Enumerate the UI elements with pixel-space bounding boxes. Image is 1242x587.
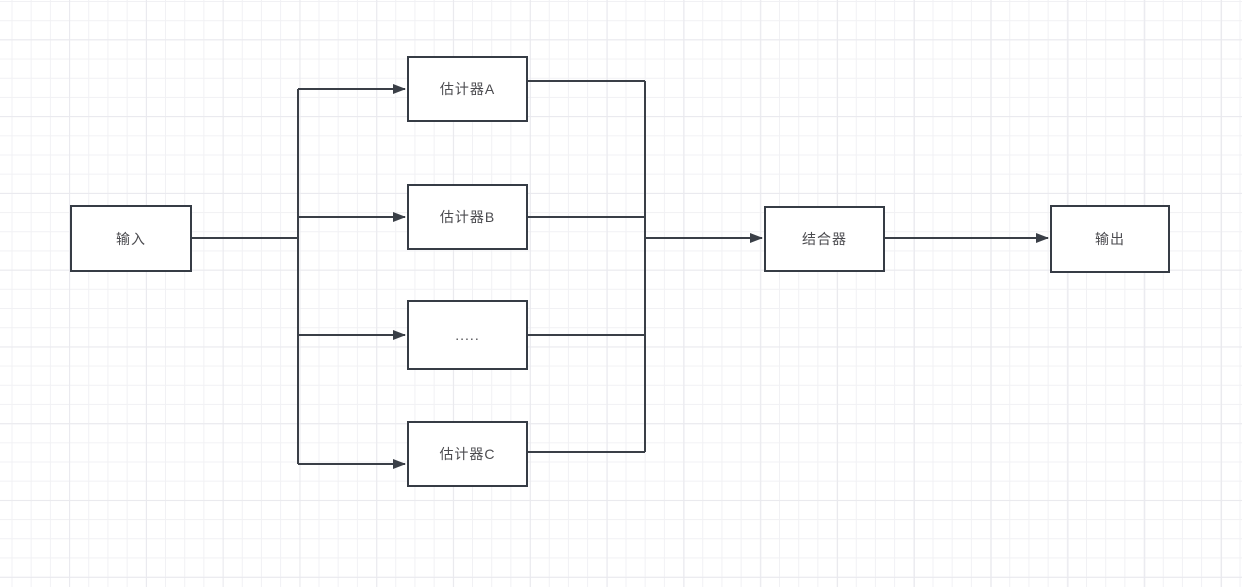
node-estimator-a-label: 估计器A bbox=[439, 81, 496, 97]
node-ellipsis[interactable]: ..... bbox=[407, 300, 528, 370]
node-output[interactable]: 输出 bbox=[1050, 205, 1170, 273]
node-estimator-b[interactable]: 估计器B bbox=[407, 184, 528, 250]
node-combiner-label: 结合器 bbox=[802, 231, 847, 247]
node-estimator-c[interactable]: 估计器C bbox=[407, 421, 528, 487]
node-combiner[interactable]: 结合器 bbox=[764, 206, 885, 272]
node-estimator-a[interactable]: 估计器A bbox=[407, 56, 528, 122]
node-input-label: 输入 bbox=[116, 230, 146, 247]
node-ellipsis-label: ..... bbox=[455, 327, 480, 343]
node-estimator-b-label: 估计器B bbox=[439, 209, 496, 225]
node-estimator-c-label: 估计器C bbox=[439, 446, 496, 462]
node-input[interactable]: 输入 bbox=[70, 205, 192, 272]
node-output-label: 输出 bbox=[1095, 231, 1125, 247]
